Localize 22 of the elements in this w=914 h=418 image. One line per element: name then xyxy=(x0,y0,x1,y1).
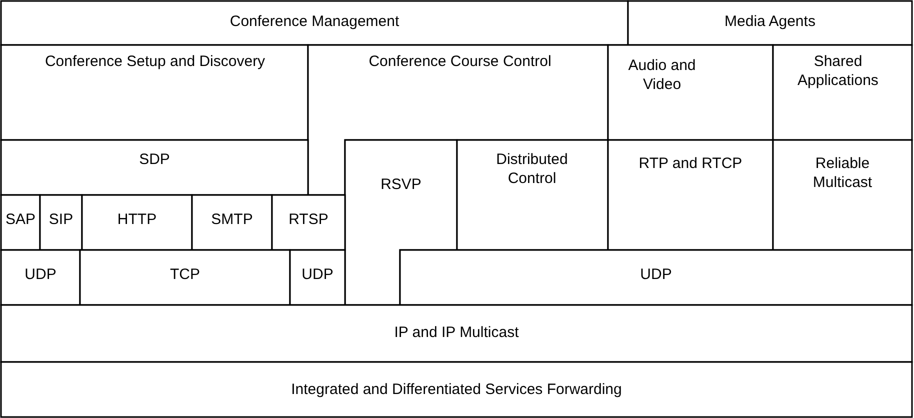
box-label: RTSP xyxy=(288,210,330,229)
box-label: Integrated and Differentiated Services Forwarding xyxy=(290,380,623,399)
box-label: IP and IP Multicast xyxy=(393,323,520,342)
box-label: Conference Setup and Discovery xyxy=(44,52,266,71)
box-label: Conference Management xyxy=(228,12,400,31)
box-label: Media Agents xyxy=(724,12,816,31)
box-label: Reliable Multicast xyxy=(812,154,874,192)
box-label: RTP and RTCP xyxy=(638,154,743,173)
box-label: Distributed Control xyxy=(495,150,569,188)
box-label: UDP xyxy=(24,265,58,284)
box-label: Conference Course Control xyxy=(368,52,552,71)
box-label: UDP xyxy=(639,265,673,284)
box-label: RSVP xyxy=(380,175,422,194)
box-label: HTTP xyxy=(116,210,158,229)
box-label: Shared Applications xyxy=(796,52,880,90)
box-label: SAP xyxy=(4,210,36,229)
box-label: SMTP xyxy=(210,210,254,229)
box-label: Audio and Video xyxy=(627,56,697,94)
box-label: TCP xyxy=(169,265,201,284)
box-label: SIP xyxy=(48,210,74,229)
box-label: SDP xyxy=(138,150,171,169)
box-label: UDP xyxy=(300,265,334,284)
